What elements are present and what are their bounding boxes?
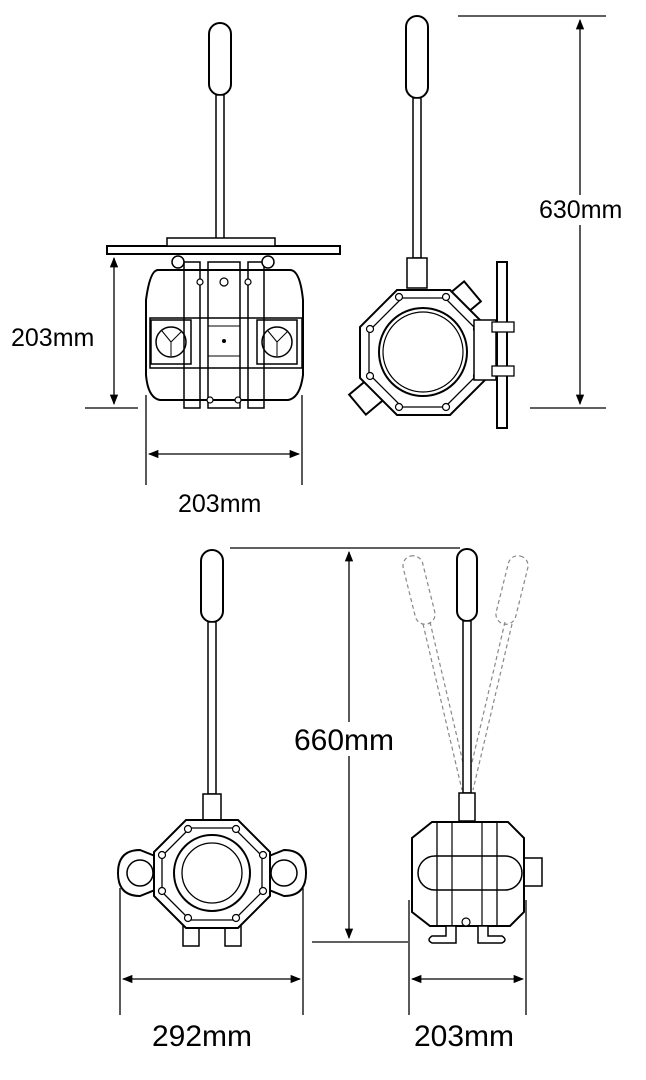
handle-grip: [200, 549, 224, 623]
handle-grip: [208, 22, 232, 96]
dims-bottom-front: [119, 888, 304, 1015]
view-bottom-side: [411, 548, 543, 944]
dim-label-height-top-right: 630mm: [539, 196, 622, 224]
handle-shaft: [412, 97, 422, 259]
mounting-foot-right: [477, 925, 506, 944]
dim-label-width-bottom-right: 203mm: [414, 1020, 514, 1053]
mounting-plate: [106, 245, 341, 255]
view-bottom-front: [116, 549, 308, 947]
dims-top-front: [85, 253, 303, 485]
handle-shaft: [462, 620, 472, 794]
handle-grip: [405, 15, 429, 99]
handle-shaft: [215, 94, 225, 246]
dim-label-width-top-left: 203mm: [178, 490, 261, 518]
pump-chamber: [378, 307, 468, 397]
dim-label-height-bottom: 660mm: [294, 724, 394, 757]
dim-label-height-top-left: 203mm: [11, 324, 94, 352]
view-top-front: [106, 22, 341, 409]
dims-bottom-side: [230, 547, 527, 1015]
mounting-foot-left: [428, 925, 457, 944]
pump-chamber: [173, 834, 251, 912]
mounting-plate: [496, 261, 508, 429]
dim-label-width-bottom-left: 292mm: [152, 1020, 252, 1053]
view-top-side: [347, 15, 515, 429]
handle-grip: [456, 548, 478, 622]
handle-shaft: [207, 621, 217, 795]
